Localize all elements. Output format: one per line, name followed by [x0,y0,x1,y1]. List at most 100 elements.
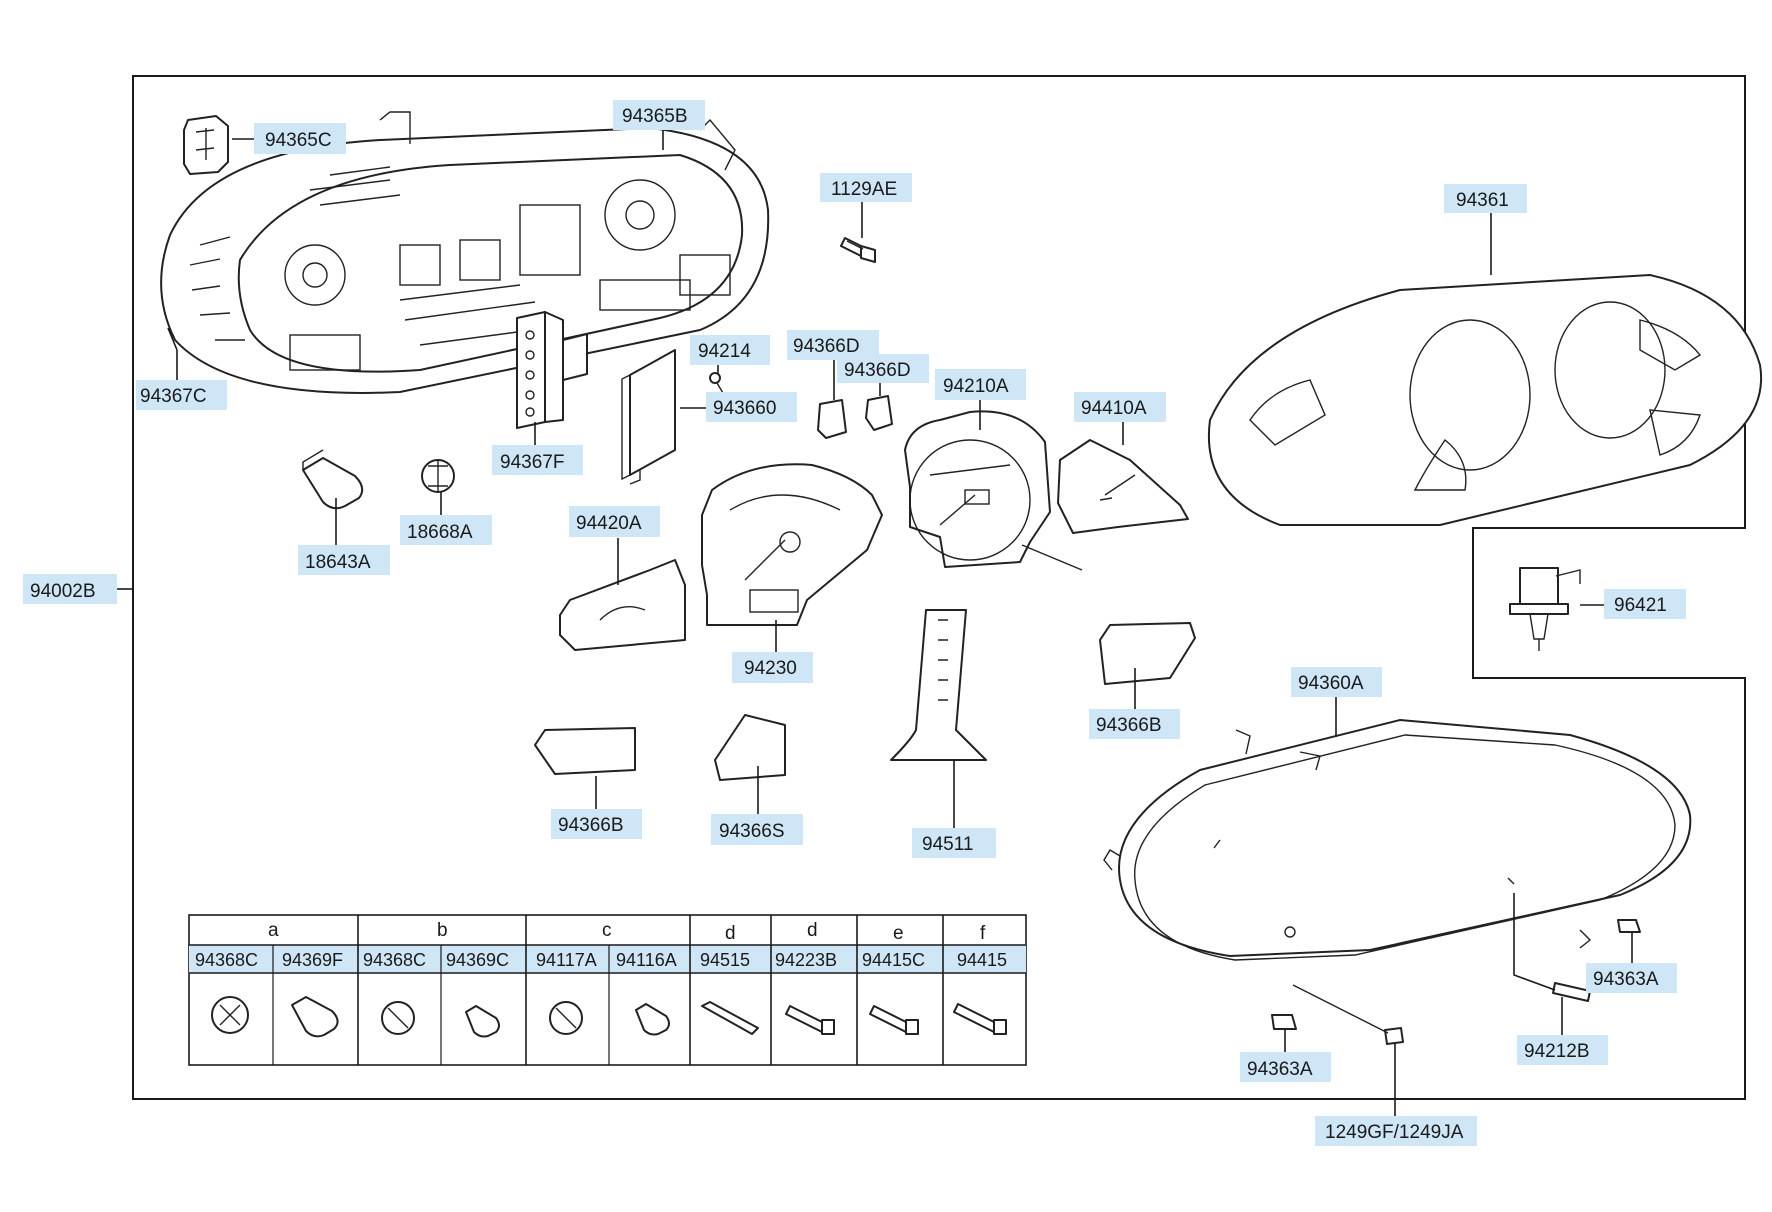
svg-text:94212B: 94212B [1524,1041,1590,1062]
table-part-94515: 94515 [700,950,750,970]
label-94365B: 94365B [613,100,705,130]
sensor-drawing [1509,567,1581,651]
pad-drawing-2 [865,395,893,431]
label-96421: 96421 [1604,589,1686,619]
screw-1129AE-drawing [840,237,876,263]
table-bulb-drawing-c [635,1003,670,1036]
svg-text:94366D: 94366D [844,360,911,381]
label-94410A: 94410A [1074,392,1166,422]
label-94366D-2: 94366D [837,354,929,383]
bulb-18643A-drawing [302,449,364,510]
label-94363A-right: 94363A [1586,963,1677,993]
label-94511: 94511 [912,828,996,858]
table-group-b: b [437,920,448,941]
svg-text:96421: 96421 [1614,595,1667,616]
svg-text:943660: 943660 [713,398,776,419]
table-part-94368C-b: 94368C [363,950,426,970]
table-screw-drawing-f [953,1003,1007,1035]
label-94210A: 94210A [935,369,1026,400]
label-94360A: 94360A [1291,667,1382,697]
pad-drawing-1 [817,399,847,439]
table-part-94369F: 94369F [282,950,343,970]
svg-text:94410A: 94410A [1081,398,1147,419]
lens-glass-drawing [1103,719,1692,961]
bezel-plate-drawing [1207,274,1763,526]
label-1129AE: 1129AE [820,173,912,202]
svg-text:1129AE: 1129AE [831,179,897,200]
label-94366B-right: 94366B [1089,709,1180,739]
svg-text:94366D: 94366D [793,336,860,357]
svg-text:94363A: 94363A [1247,1059,1313,1080]
table-group-e: e [893,923,904,944]
table-fuse-drawing [701,1001,759,1035]
svg-text:94420A: 94420A [576,513,642,534]
terminal-block-drawing [516,311,588,429]
small-screw-drawing [709,372,724,394]
table-group-a: a [268,920,279,941]
svg-text:94230: 94230 [744,658,797,679]
table-part-94369C: 94369C [446,950,509,970]
parts-table: a b c d d e f 94368C 94369F 94368C 94369… [188,914,1027,1066]
svg-text:94365B: 94365B [622,106,688,127]
label-943660: 943660 [706,392,797,422]
table-socket-drawing-b [381,1001,415,1035]
plate-94410A-drawing [1057,439,1189,534]
label-94367F: 94367F [492,445,583,475]
label-94366S: 94366S [711,814,803,845]
svg-text:94366B: 94366B [558,815,624,836]
svg-text:94367F: 94367F [500,452,564,473]
pad-94363A-left-drawing [1271,1014,1297,1030]
label-94420A: 94420A [569,506,660,537]
svg-text:94360A: 94360A [1298,673,1364,694]
table-bulb-drawing-a [291,996,339,1038]
label-94367C: 94367C [136,380,227,410]
bracket-drawing [621,349,676,485]
pin-drawing [1552,982,1591,1002]
label-18668A: 18668A [400,515,492,545]
indicator-strip-drawing [890,609,987,761]
screw-1249GF-drawing [1292,984,1404,1045]
label-94212B: 94212B [1517,1035,1608,1065]
connector-drawing [183,115,229,175]
svg-text:18668A: 18668A [407,522,473,543]
table-group-d2: d [807,920,818,941]
table-part-94117A: 94117A [536,950,597,970]
svg-text:94363A: 94363A [1593,969,1659,990]
svg-text:94511: 94511 [922,834,973,855]
svg-text:94361: 94361 [1456,190,1509,211]
table-group-d1: d [725,923,736,944]
cluster-housing-drawing [160,111,770,394]
label-94365C: 94365C [254,123,346,154]
label-18643A: 18643A [298,545,390,575]
label-94363A-left: 94363A [1240,1052,1331,1082]
table-part-94415: 94415 [957,950,1007,970]
label-94366B-left: 94366B [551,809,642,839]
socket-18668A-drawing [421,459,455,493]
table-part-94223B: 94223B [775,950,837,970]
table-part-94415C: 94415C [862,950,925,970]
svg-text:94214: 94214 [698,341,751,362]
svg-text:18643A: 18643A [305,552,371,573]
label-94230: 94230 [732,652,813,683]
svg-text:94365C: 94365C [265,130,332,151]
table-group-c: c [602,920,612,941]
shield-94366S-drawing [714,714,786,781]
table-socket-drawing-c [549,1001,583,1035]
table-screw-drawing-e [869,1005,919,1035]
svg-text:1249GF/1249JA: 1249GF/1249JA [1325,1122,1464,1143]
gauge-94230-drawing [701,463,883,626]
svg-text:94367C: 94367C [140,386,207,407]
table-group-f: f [980,923,986,944]
table-part-94116A: 94116A [616,950,677,970]
table-part-94368C-a: 94368C [195,950,258,970]
table-socket-drawing-a [211,996,249,1034]
pad-94363A-right-drawing [1617,919,1641,933]
diagram-frame [132,75,1746,1100]
label-94002B: 94002B [23,574,117,604]
shield-94366B-right-drawing [1099,622,1196,685]
label-94214: 94214 [690,335,770,365]
svg-text:94366S: 94366S [719,821,785,842]
shield-94366B-left-drawing [534,727,636,775]
plate-94420A-drawing [559,559,686,651]
